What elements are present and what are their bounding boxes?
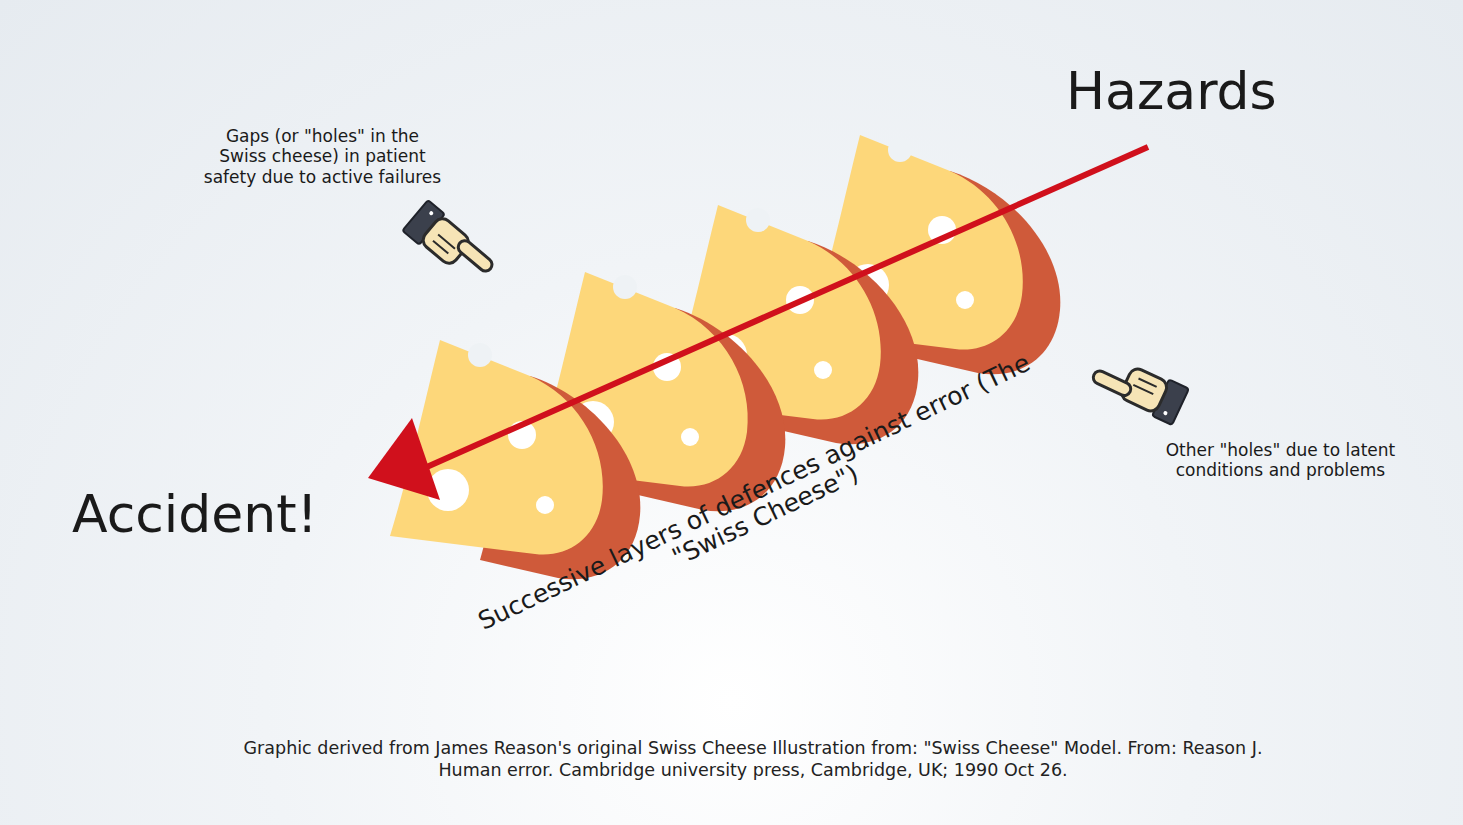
hazard-arrow-line	[420, 147, 1148, 470]
source-caption: Graphic derived from James Reason's orig…	[236, 738, 1270, 782]
callout-note: Gaps (or "holes" in the Swiss cheese) in…	[200, 126, 445, 187]
cheese-slice	[390, 340, 640, 579]
pointing-hand	[402, 200, 498, 290]
endpoint-label: Hazards	[1066, 62, 1277, 122]
pointing-hand	[1089, 350, 1189, 425]
endpoint-label: Accident!	[72, 485, 317, 545]
callout-note: Other "holes" due to latent conditions a…	[1158, 440, 1403, 481]
hazard-arrow-head	[368, 418, 440, 500]
